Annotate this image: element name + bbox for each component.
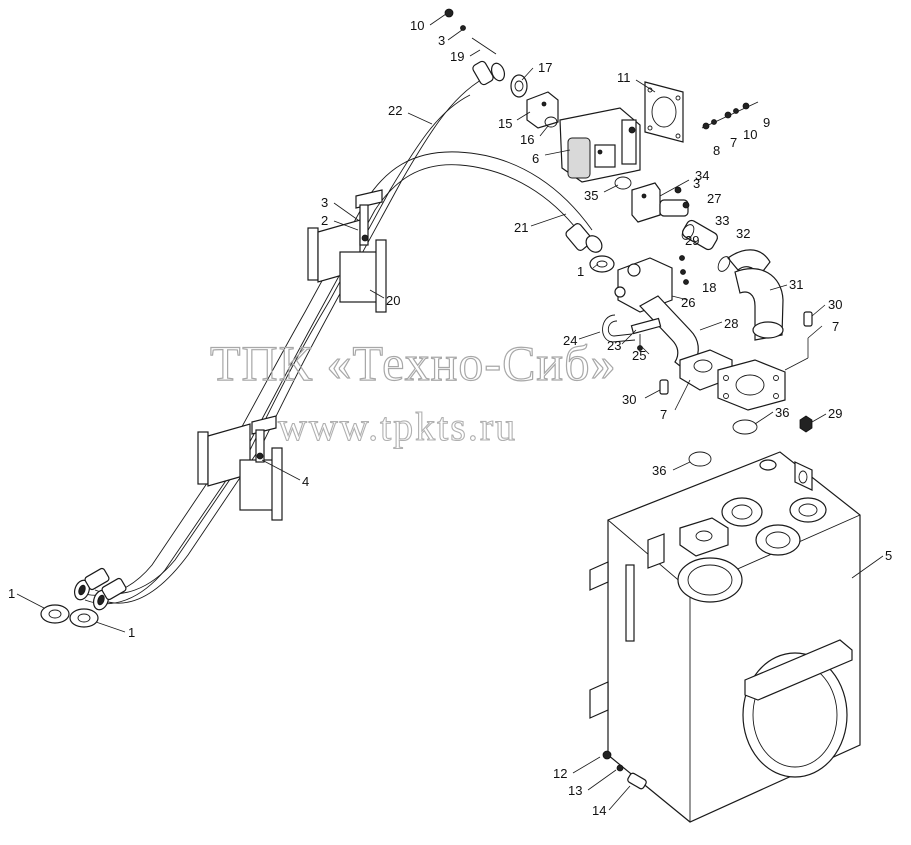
callout-32: 32 [736,226,750,241]
callout-26: 26 [681,295,695,310]
callout-23: 23 [607,338,621,353]
callout-7-left: 7 [660,407,667,422]
callout-14: 14 [592,803,606,818]
callout-36-right: 36 [775,405,789,420]
bolt-set-top [444,8,497,55]
callout-17: 17 [538,60,552,75]
callout-24: 24 [563,333,577,348]
pipe-elbow-31 [734,268,784,341]
callout-21: 21 [514,220,528,235]
callout-1-left: 1 [8,586,15,601]
callout-36-left: 36 [652,463,666,478]
callout-13: 13 [568,783,582,798]
callout-31: 31 [789,277,803,292]
flange-1-mid [589,255,615,273]
callout-1-bottom: 1 [128,625,135,640]
callouts: 10 3 19 17 11 22 15 16 6 9 10 7 8 35 34 … [8,18,892,818]
gasket-11 [644,81,684,143]
callout-15: 15 [498,116,512,131]
flange-block-15 [526,91,559,129]
pump-6 [559,107,641,183]
callout-28: 28 [724,316,738,331]
callout-29-right: 29 [828,406,842,421]
callout-4: 4 [302,474,309,489]
callout-1-mid: 1 [577,264,584,279]
seal-35 [614,176,632,190]
callout-30-right: 30 [828,297,842,312]
callout-3-left: 3 [321,195,328,210]
hose-end-fittings [73,567,127,611]
callout-25: 25 [632,348,646,363]
callout-10-right: 10 [743,127,757,142]
callout-7-top: 7 [730,135,737,150]
callout-8: 8 [713,143,720,158]
callout-16: 16 [520,132,534,147]
bolt-30-left [659,379,669,395]
flange-1-left-a [40,604,70,624]
flange-1-left-b [69,608,99,628]
callout-30-left: 30 [622,392,636,407]
plug-29 [799,415,813,433]
u-bolt-24 [602,314,636,343]
bracket-4 [197,415,283,521]
callout-35: 35 [584,188,598,203]
seal-36-right [732,419,758,435]
clamp-23 [630,317,662,335]
bolt-set-right [701,101,759,130]
leader-lines [16,13,884,811]
callout-5: 5 [885,548,892,563]
watermark-company: ТПК «Техно-Сиб» [210,335,617,391]
adapter-33 [681,219,718,251]
callout-20: 20 [386,293,400,308]
callout-2: 2 [321,213,328,228]
callout-9: 9 [763,115,770,130]
callout-10: 10 [410,18,424,33]
bracket-20 [307,189,387,313]
nipple-27 [659,186,690,217]
watermark-url: www.tpkts.ru [278,404,517,449]
callout-34: 34 [695,168,709,183]
callout-3: 3 [438,33,445,48]
flange-17 [510,74,528,98]
callout-11: 11 [617,70,631,85]
seal-16 [544,116,558,128]
flange-plate-tank [717,359,786,411]
tank-5 [589,451,861,823]
callout-33: 33 [715,213,729,228]
callout-12: 12 [553,766,567,781]
callout-18: 18 [702,280,716,295]
seal-36-left [688,451,712,467]
callout-19: 19 [450,49,464,64]
flange-34 [631,182,661,223]
callout-29-top: 29 [685,233,699,248]
callout-7-right: 7 [832,319,839,334]
hose-22 [94,60,506,604]
bolt-30-right [803,311,813,327]
callout-22: 22 [388,103,402,118]
callout-6: 6 [532,151,539,166]
callout-3-right: 3 [693,176,700,191]
callout-27: 27 [707,191,721,206]
